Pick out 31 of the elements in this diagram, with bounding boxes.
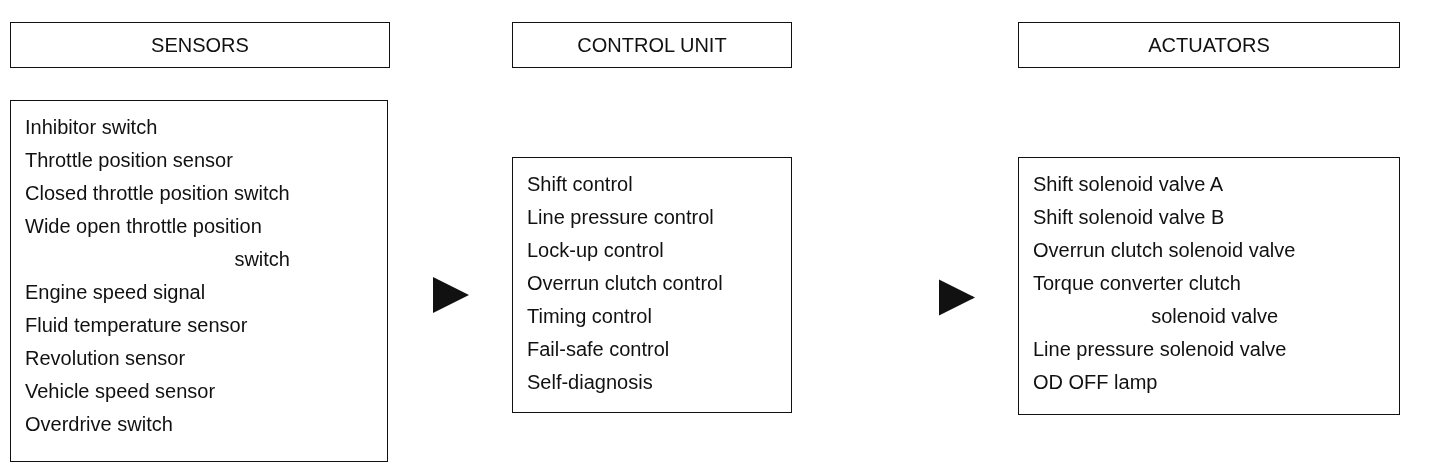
- list-item: Overdrive switch: [25, 412, 173, 437]
- list-item: Line pressure control: [527, 205, 714, 230]
- list-item: Inhibitor switch: [25, 115, 158, 140]
- list-box: [512, 157, 792, 413]
- list-item: Overrun clutch solenoid valve: [1033, 238, 1296, 263]
- list-item: Throttle position sensor: [25, 148, 233, 173]
- list-item: Revolution sensor: [25, 346, 186, 371]
- list-item: Shift solenoid valve A: [1033, 172, 1224, 197]
- list-item: Overrun clutch control: [527, 271, 723, 296]
- list-item: OD OFF lamp: [1033, 370, 1158, 395]
- list-item: Self-diagnosis: [527, 370, 653, 395]
- list-item: Shift solenoid valve B: [1033, 205, 1225, 230]
- header-box: [512, 22, 792, 68]
- list-box: [1018, 157, 1400, 415]
- list-item: Wide open throttle position switch: [25, 214, 290, 272]
- header-box: [1018, 22, 1400, 68]
- list-item: Engine speed signal: [25, 280, 206, 305]
- heading: ACTUATORS: [1148, 33, 1270, 57]
- heading: CONTROL UNIT: [577, 33, 727, 57]
- list-item: Fail-safe control: [527, 337, 670, 362]
- list-item: Timing control: [527, 304, 652, 329]
- list-box: [10, 100, 388, 462]
- list-item: Torque converter clutch solenoid valve: [1033, 271, 1278, 329]
- list-item: Vehicle speed sensor: [25, 379, 216, 404]
- list-item: Closed throttle position switch: [25, 181, 290, 206]
- list-item: Lock-up control: [527, 238, 664, 263]
- header-box: [10, 22, 390, 68]
- list-item: Line pressure solenoid valve: [1033, 337, 1287, 362]
- list-item: Fluid temperature sensor: [25, 313, 248, 338]
- list-item: Shift control: [527, 172, 633, 197]
- heading: SENSORS: [151, 33, 249, 57]
